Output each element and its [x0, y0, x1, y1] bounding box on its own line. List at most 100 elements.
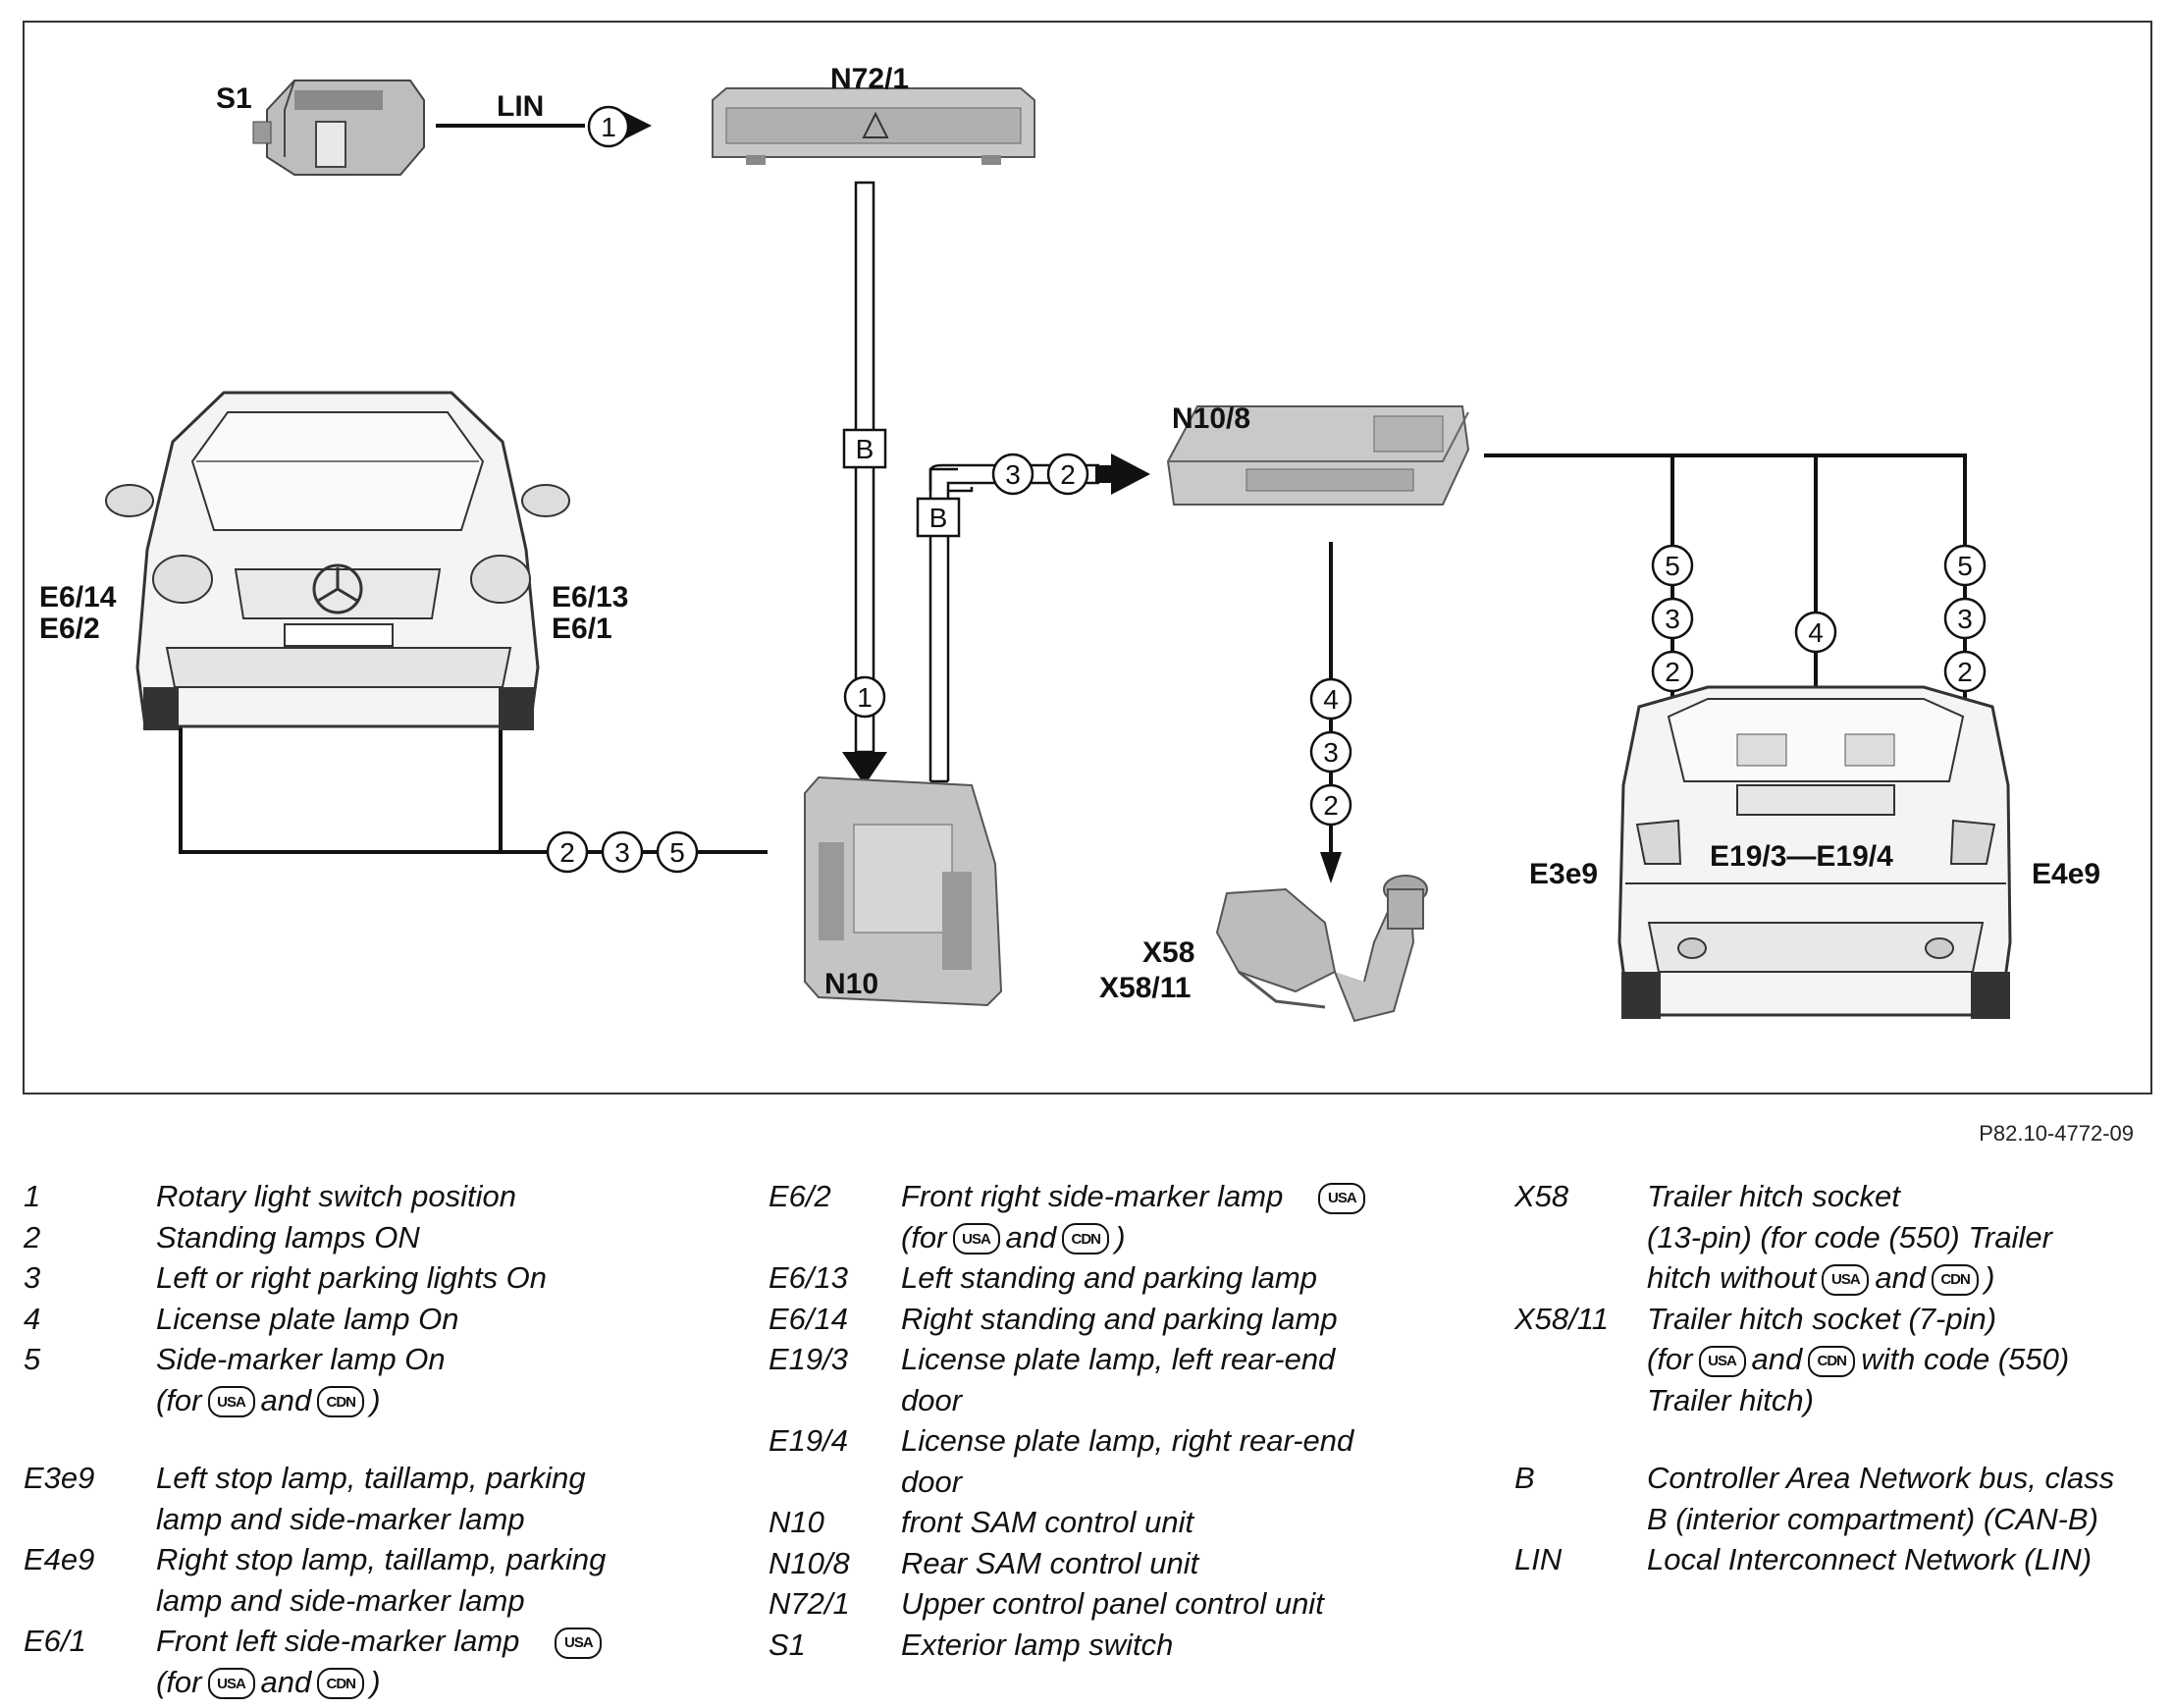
legend-row: B Controller Area Network bus, class B (…	[1514, 1458, 2162, 1539]
legend-desc: Exterior lamp switch	[901, 1627, 1174, 1662]
legend-desc: Local Interconnect Network (LIN)	[1647, 1542, 2093, 1576]
circle-front-c: 5	[656, 830, 699, 874]
legend-code: E6/2	[768, 1179, 831, 1213]
legend-code: N10	[768, 1505, 824, 1539]
legend-desc: Rotary light switch position	[156, 1179, 516, 1213]
svg-text:B: B	[856, 434, 874, 464]
svg-text:2: 2	[1665, 657, 1680, 687]
legend-column-1: 1 Rotary light switch position 2 Standin…	[24, 1176, 730, 1702]
legend-row: LIN Local Interconnect Network (LIN)	[1514, 1539, 2162, 1580]
svg-text:3: 3	[1323, 737, 1339, 768]
label-e6-14: E6/14	[39, 581, 117, 614]
legend-code: E6/1	[24, 1624, 86, 1658]
legend-desc: License plate lamp On	[156, 1301, 459, 1336]
usa-badge-icon: USA	[1698, 1345, 1746, 1377]
circle-front-a: 2	[546, 830, 589, 874]
legend-code: 4	[24, 1301, 41, 1336]
svg-text:5: 5	[669, 837, 685, 868]
legend-code: N72/1	[768, 1586, 850, 1621]
legend-column-3: X58 Trailer hitch socket (13-pin) (for c…	[1514, 1176, 2162, 1580]
legend-code: 3	[24, 1260, 41, 1295]
circle-rear-left-a: 5	[1651, 544, 1694, 587]
label-lin: LIN	[497, 90, 544, 123]
svg-text:4: 4	[1323, 684, 1339, 715]
legend-row: E19/3 License plate lamp, left rear-end …	[768, 1339, 1475, 1420]
legend-code: LIN	[1514, 1542, 1563, 1576]
reference-code: P82.10-4772-09	[1979, 1121, 2134, 1146]
legend-code: E4e9	[24, 1542, 95, 1576]
legend-code: 2	[24, 1219, 41, 1254]
circle-bus-1: 1	[843, 675, 886, 719]
legend-row: 4 License plate lamp On	[24, 1299, 730, 1340]
circle-lin-1: 1	[587, 105, 630, 148]
label-e3e9: E3e9	[1529, 858, 1598, 890]
arrowhead-to-n10-8	[1111, 454, 1150, 495]
label-s1: S1	[216, 82, 252, 115]
legend-row: N72/1 Upper control panel control unit	[768, 1583, 1475, 1625]
circle-rear-center: 4	[1794, 611, 1837, 654]
label-n10-8: N10/8	[1172, 402, 1250, 435]
label-n72-1: N72/1	[830, 63, 909, 95]
cdn-badge-icon: CDN	[317, 1668, 365, 1700]
front-car-image	[105, 391, 570, 730]
legend-row: 2 Standing lamps ON	[24, 1217, 730, 1258]
can-bus-arrowhead	[842, 752, 887, 785]
legend-code: E19/3	[768, 1342, 849, 1376]
circle-to-n10-8-a: 3	[991, 453, 1034, 496]
legend-code: E19/4	[768, 1423, 849, 1458]
label-e6-13: E6/13	[552, 581, 628, 614]
svg-text:3: 3	[614, 837, 630, 868]
svg-text:3: 3	[1957, 604, 1973, 634]
circle-to-x58-a: 4	[1309, 677, 1352, 721]
legend-row: N10 front SAM control unit	[768, 1502, 1475, 1543]
legend-desc: Left or right parking lights On	[156, 1260, 548, 1295]
legend-code: E3e9	[24, 1461, 95, 1495]
svg-text:2: 2	[559, 837, 575, 868]
cdn-badge-icon: CDN	[1808, 1345, 1856, 1377]
svg-text:3: 3	[1005, 459, 1021, 490]
legend-code: B	[1514, 1461, 1535, 1495]
circle-rear-right-a: 5	[1943, 544, 1987, 587]
lin-arrowhead	[622, 111, 652, 140]
legend-desc: Right stop lamp, taillamp, parking lamp …	[156, 1542, 607, 1618]
legend-code: E6/14	[768, 1301, 849, 1336]
legend-row: X58 Trailer hitch socket (13-pin) (for c…	[1514, 1176, 2162, 1299]
label-x58-11: X58/11	[1099, 972, 1191, 1004]
circle-to-x58-c: 2	[1309, 783, 1352, 827]
legend-code: N10/8	[768, 1545, 850, 1580]
diagram-frame	[23, 21, 2152, 1094]
cdn-badge-icon: CDN	[1062, 1223, 1110, 1255]
legend-row: N10/8 Rear SAM control unit	[768, 1543, 1475, 1584]
wiring-diagram: S1 LIN 1 N72/1 B 1 B 3 2	[23, 21, 2152, 1094]
legend-code: 1	[24, 1179, 41, 1213]
usa-badge-icon: USA	[952, 1223, 1000, 1255]
svg-text:5: 5	[1665, 551, 1680, 581]
svg-text:5: 5	[1957, 551, 1973, 581]
circle-rear-left-c: 2	[1651, 650, 1694, 693]
circle-to-n10-8-b: 2	[1046, 453, 1089, 496]
legend-code: X58/11	[1514, 1301, 1609, 1336]
label-e4e9: E4e9	[2032, 858, 2100, 890]
rear-car-image	[1617, 685, 2012, 1019]
legend-desc: Trailer hitch socket (13-pin) (for code …	[1647, 1179, 2052, 1296]
svg-text:2: 2	[1323, 790, 1339, 821]
label-n10: N10	[824, 968, 878, 1000]
legend-desc: Left standing and parking lamp	[901, 1260, 1317, 1295]
legend-desc: Upper control panel control unit	[901, 1586, 1324, 1621]
legend-desc: License plate lamp, right rear-end door	[901, 1423, 1354, 1499]
legend-desc: Right standing and parking lamp	[901, 1301, 1338, 1336]
legend-row: E6/14 Right standing and parking lamp	[768, 1299, 1475, 1340]
legend-desc: License plate lamp, left rear-end door	[901, 1342, 1336, 1417]
svg-text:4: 4	[1808, 617, 1824, 648]
x58-trailer-hitch-image	[1215, 875, 1428, 1023]
legend-code: X58	[1514, 1179, 1569, 1213]
legend-row: 3 Left or right parking lights On	[24, 1257, 730, 1299]
circle-front-b: 3	[601, 830, 644, 874]
legend-code: E6/13	[768, 1260, 849, 1295]
n10-8-unit-image	[1166, 405, 1470, 506]
